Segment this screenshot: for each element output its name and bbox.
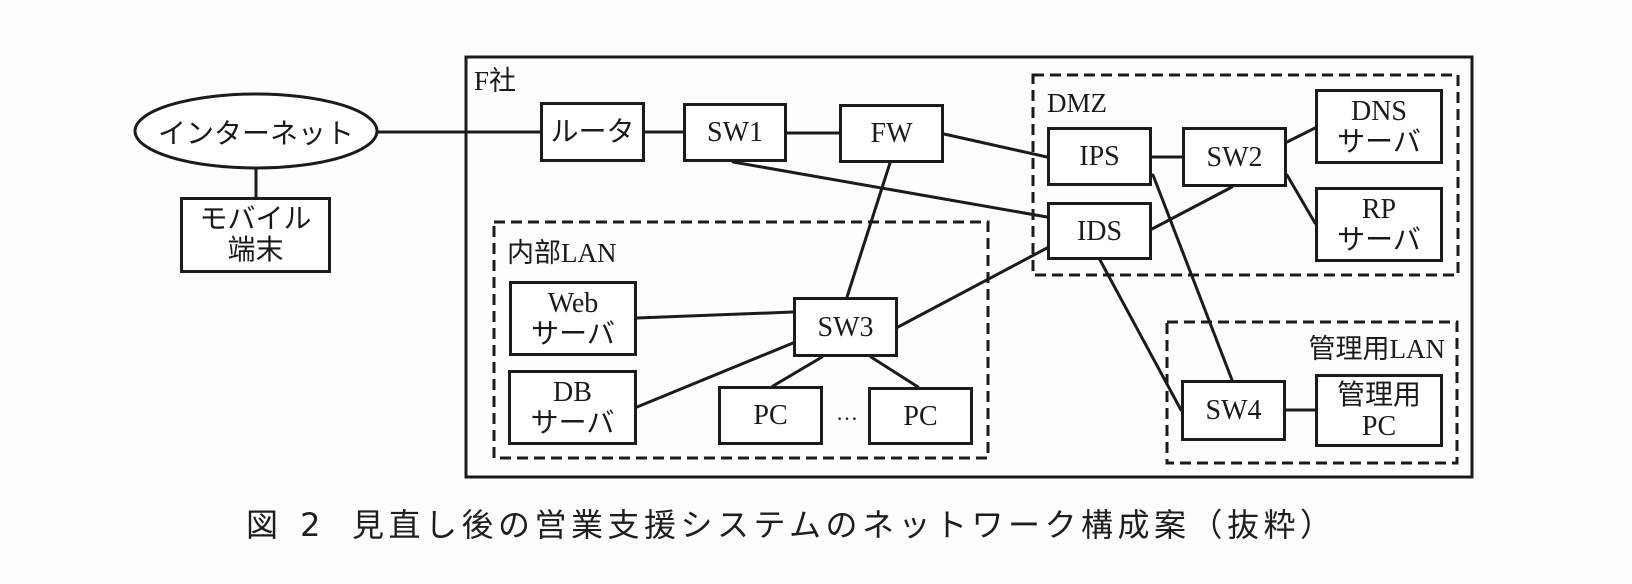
sw2-label: SW2 <box>1206 141 1263 173</box>
ids-label: IDS <box>1076 215 1123 247</box>
db-label-line2: サーバ <box>530 407 615 439</box>
sw3-node: SW3 <box>793 297 898 357</box>
mobile-label-line1: モバイル <box>199 204 312 235</box>
dns-label-line2: サーバ <box>1337 126 1421 158</box>
link-web-sw3 <box>635 310 795 320</box>
internet-node: インターネット <box>135 94 377 169</box>
sw4-label: SW4 <box>1205 395 1262 426</box>
sw3-label: SW3 <box>817 311 874 343</box>
web-label-line1: Web <box>547 287 599 319</box>
web-server-node: Web サーバ <box>509 281 637 356</box>
web-label-line2: サーバ <box>531 318 615 350</box>
sw4-node: SW4 <box>1181 380 1286 441</box>
dmz-label: DMZ <box>1047 88 1107 118</box>
rp-label-line2: サーバ <box>1337 224 1421 256</box>
link-sw3-pc1 <box>771 355 824 388</box>
internal-lan-label: 内部LAN <box>507 238 617 268</box>
dmz-zone <box>1031 73 1460 277</box>
link-ids-sw2 <box>1150 185 1234 231</box>
mobile-label-line2: 端末 <box>227 235 284 266</box>
rp-label-line1: RP <box>1361 193 1397 225</box>
link-db-sw3 <box>635 341 795 409</box>
management-lan-label: 管理用LAN <box>1308 334 1446 364</box>
mgmt-pc-label-line1: 管理用 <box>1336 379 1421 411</box>
link-sw2-rp <box>1285 173 1317 225</box>
pc-node-2: PC <box>868 387 973 445</box>
link-sw2-dns <box>1285 126 1317 144</box>
company-boundary <box>464 55 1474 479</box>
dns-server-node: DNS サーバ <box>1315 89 1443 164</box>
link-sw3-pc2 <box>869 355 920 389</box>
sw1-label: SW1 <box>707 117 763 148</box>
rp-server-node: RP サーバ <box>1315 187 1443 262</box>
fw-node: FW <box>839 104 944 163</box>
management-pc-node: 管理用 PC <box>1315 374 1443 447</box>
company-label: F社 <box>474 66 517 96</box>
router-node: ルータ <box>540 102 645 162</box>
figure-caption: 見直し後の営業支援システムのネットワーク構成案（抜粋） <box>352 506 1337 544</box>
link-ips-sw4 <box>1151 173 1234 382</box>
dns-label-line1: DNS <box>1350 95 1407 127</box>
ips-node: IPS <box>1047 127 1152 186</box>
link-fw-sw3 <box>845 161 892 299</box>
fw-label: FW <box>870 118 913 149</box>
mobile-terminal-node: モバイル 端末 <box>180 197 331 273</box>
pc1-label: PC <box>753 400 788 431</box>
db-server-node: DB サーバ <box>508 370 637 445</box>
management-lan-zone <box>1165 320 1459 465</box>
link-sw1-ids <box>731 160 1049 219</box>
mgmt-pc-label-line2: PC <box>1361 410 1397 442</box>
ids-node: IDS <box>1047 202 1152 260</box>
pc-ellipsis: … <box>836 400 858 425</box>
sw2-node: SW2 <box>1182 127 1287 187</box>
figure-number: 図 2 <box>246 506 327 544</box>
pc2-label: PC <box>903 400 938 432</box>
link-ids-sw4 <box>1098 258 1183 412</box>
internal-lan-zone <box>492 220 990 460</box>
ips-label: IPS <box>1079 141 1120 172</box>
router-label: ルータ <box>550 116 635 148</box>
link-fw-ips <box>942 132 1049 159</box>
internet-label: インターネット <box>157 118 354 150</box>
sw1-node: SW1 <box>683 103 787 162</box>
pc-node-1: PC <box>718 386 823 445</box>
db-label-line1: DB <box>553 376 592 408</box>
link-ids-sw3 <box>896 246 1049 329</box>
